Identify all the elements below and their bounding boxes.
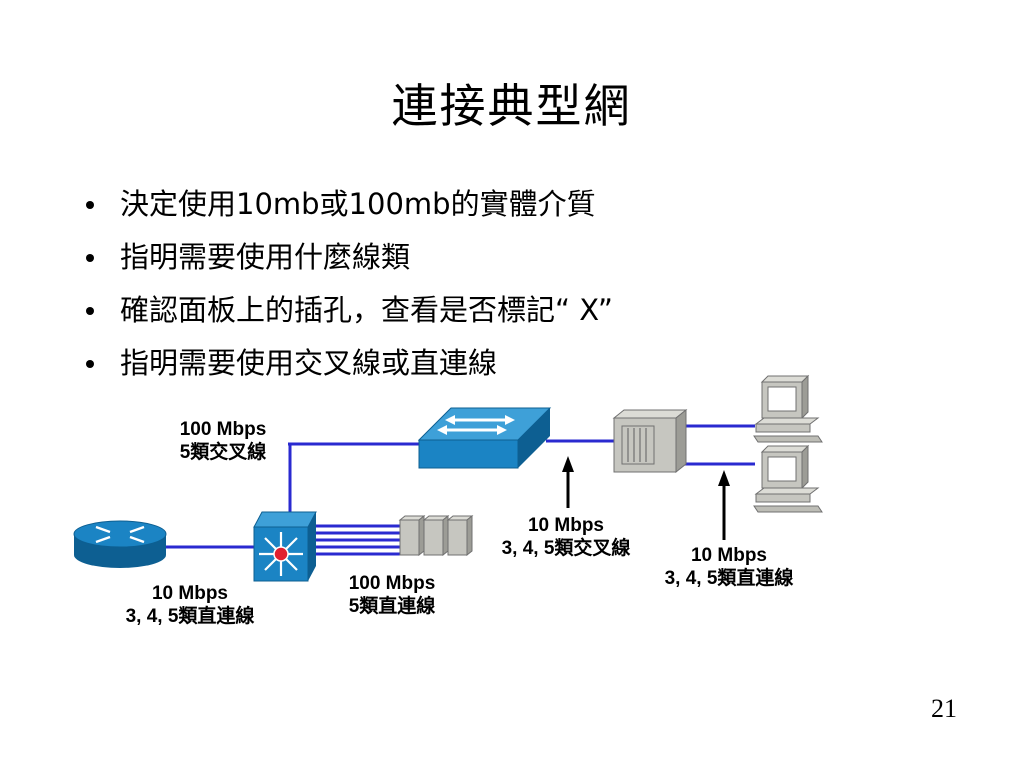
bullet-dot-icon bbox=[86, 360, 94, 368]
label-top-left: 100 Mbps 5類交叉線 bbox=[179, 419, 267, 463]
label-bottom-mid: 100 Mbps 5類直連線 bbox=[348, 573, 436, 617]
bullet-item: 指明需要使用什麼線類 bbox=[86, 231, 613, 284]
label-right: 10 Mbps 3, 4, 5類直連線 bbox=[664, 545, 794, 589]
bullet-dot-icon bbox=[86, 254, 94, 262]
pc-icon-top bbox=[753, 374, 823, 443]
bullet-dot-icon bbox=[86, 201, 94, 209]
core-switch-icon bbox=[253, 511, 317, 582]
slide-title: 連接典型網 bbox=[391, 79, 632, 133]
cable-lines bbox=[166, 424, 755, 556]
label-center: 10 Mbps 3, 4, 5類交叉線 bbox=[501, 515, 631, 559]
bullet-item: 指明需要使用交叉線或直連線 bbox=[86, 337, 613, 390]
label-bottom-left: 10 Mbps 3, 4, 5類直連線 bbox=[125, 583, 255, 627]
server-group-icon bbox=[398, 514, 474, 557]
bullet-list: 決定使用10mb或100mb的實體介質 指明需要使用什麼線類 確認面板上的插孔，… bbox=[86, 178, 613, 390]
arrow-up-icon-center bbox=[562, 456, 574, 508]
workgroup-switch-icon bbox=[417, 407, 552, 469]
arrow-up-icon-right bbox=[718, 470, 730, 540]
router-icon bbox=[73, 520, 167, 568]
bullet-item: 決定使用10mb或100mb的實體介質 bbox=[86, 178, 613, 231]
bullet-dot-icon bbox=[86, 307, 94, 315]
pc-icon-bottom bbox=[753, 444, 823, 513]
hub-icon bbox=[612, 408, 688, 474]
page-number: 21 bbox=[931, 694, 957, 723]
bullet-item: 確認面板上的插孔，查看是否標記“ X” bbox=[86, 284, 613, 337]
